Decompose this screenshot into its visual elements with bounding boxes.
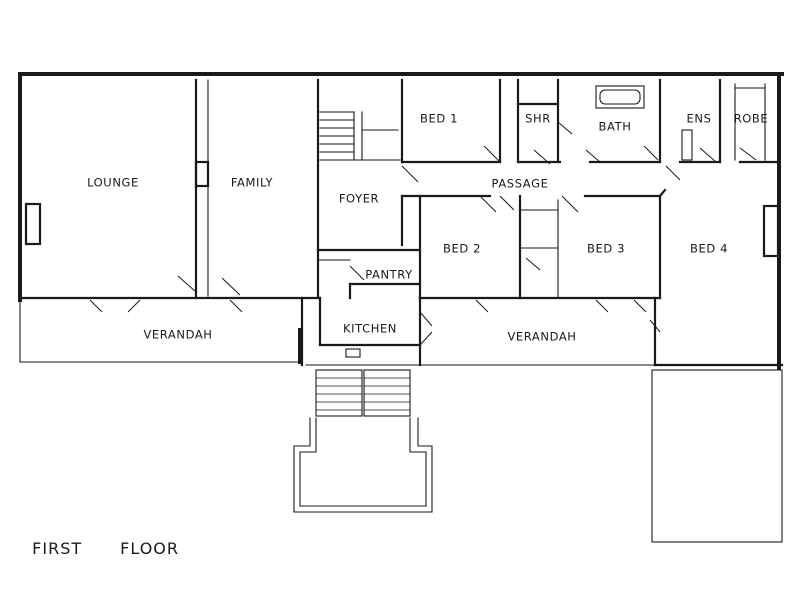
fireplaces bbox=[24, 160, 780, 258]
room-label-bed-2: BED 2 bbox=[443, 242, 481, 256]
lower-east-block bbox=[651, 369, 783, 543]
room-label-pantry: PANTRY bbox=[365, 268, 413, 282]
room-label-lounge: LOUNGE bbox=[87, 176, 139, 190]
room-label-bed-3: BED 3 bbox=[587, 242, 625, 256]
floor-title: FIRST FLOOR bbox=[20, 520, 179, 558]
floor-title-word-2: FLOOR bbox=[120, 539, 179, 558]
room-label-bath: BATH bbox=[599, 120, 632, 134]
doors bbox=[89, 121, 757, 346]
room-label-robe: ROBE bbox=[734, 112, 769, 126]
room-labels: LOUNGE FAMILY FOYER BED 1 SHR BATH ENS R… bbox=[87, 112, 768, 344]
room-label-verandah-east: VERANDAH bbox=[507, 330, 576, 344]
room-label-bed-1: BED 1 bbox=[420, 112, 458, 126]
room-label-foyer: FOYER bbox=[339, 192, 379, 206]
entry-steps bbox=[315, 369, 411, 417]
floor-title-word-1: FIRST bbox=[32, 539, 83, 558]
room-label-bed-4: BED 4 bbox=[690, 242, 728, 256]
room-label-shr: SHR bbox=[525, 112, 551, 126]
lower-landing bbox=[293, 417, 433, 513]
room-label-ens: ENS bbox=[687, 112, 712, 126]
room-label-verandah-west: VERANDAH bbox=[143, 328, 212, 342]
room-label-kitchen: KITCHEN bbox=[343, 322, 397, 336]
room-label-passage: PASSAGE bbox=[492, 177, 549, 191]
room-label-family: FAMILY bbox=[231, 176, 274, 190]
interior-walls bbox=[194, 78, 781, 367]
